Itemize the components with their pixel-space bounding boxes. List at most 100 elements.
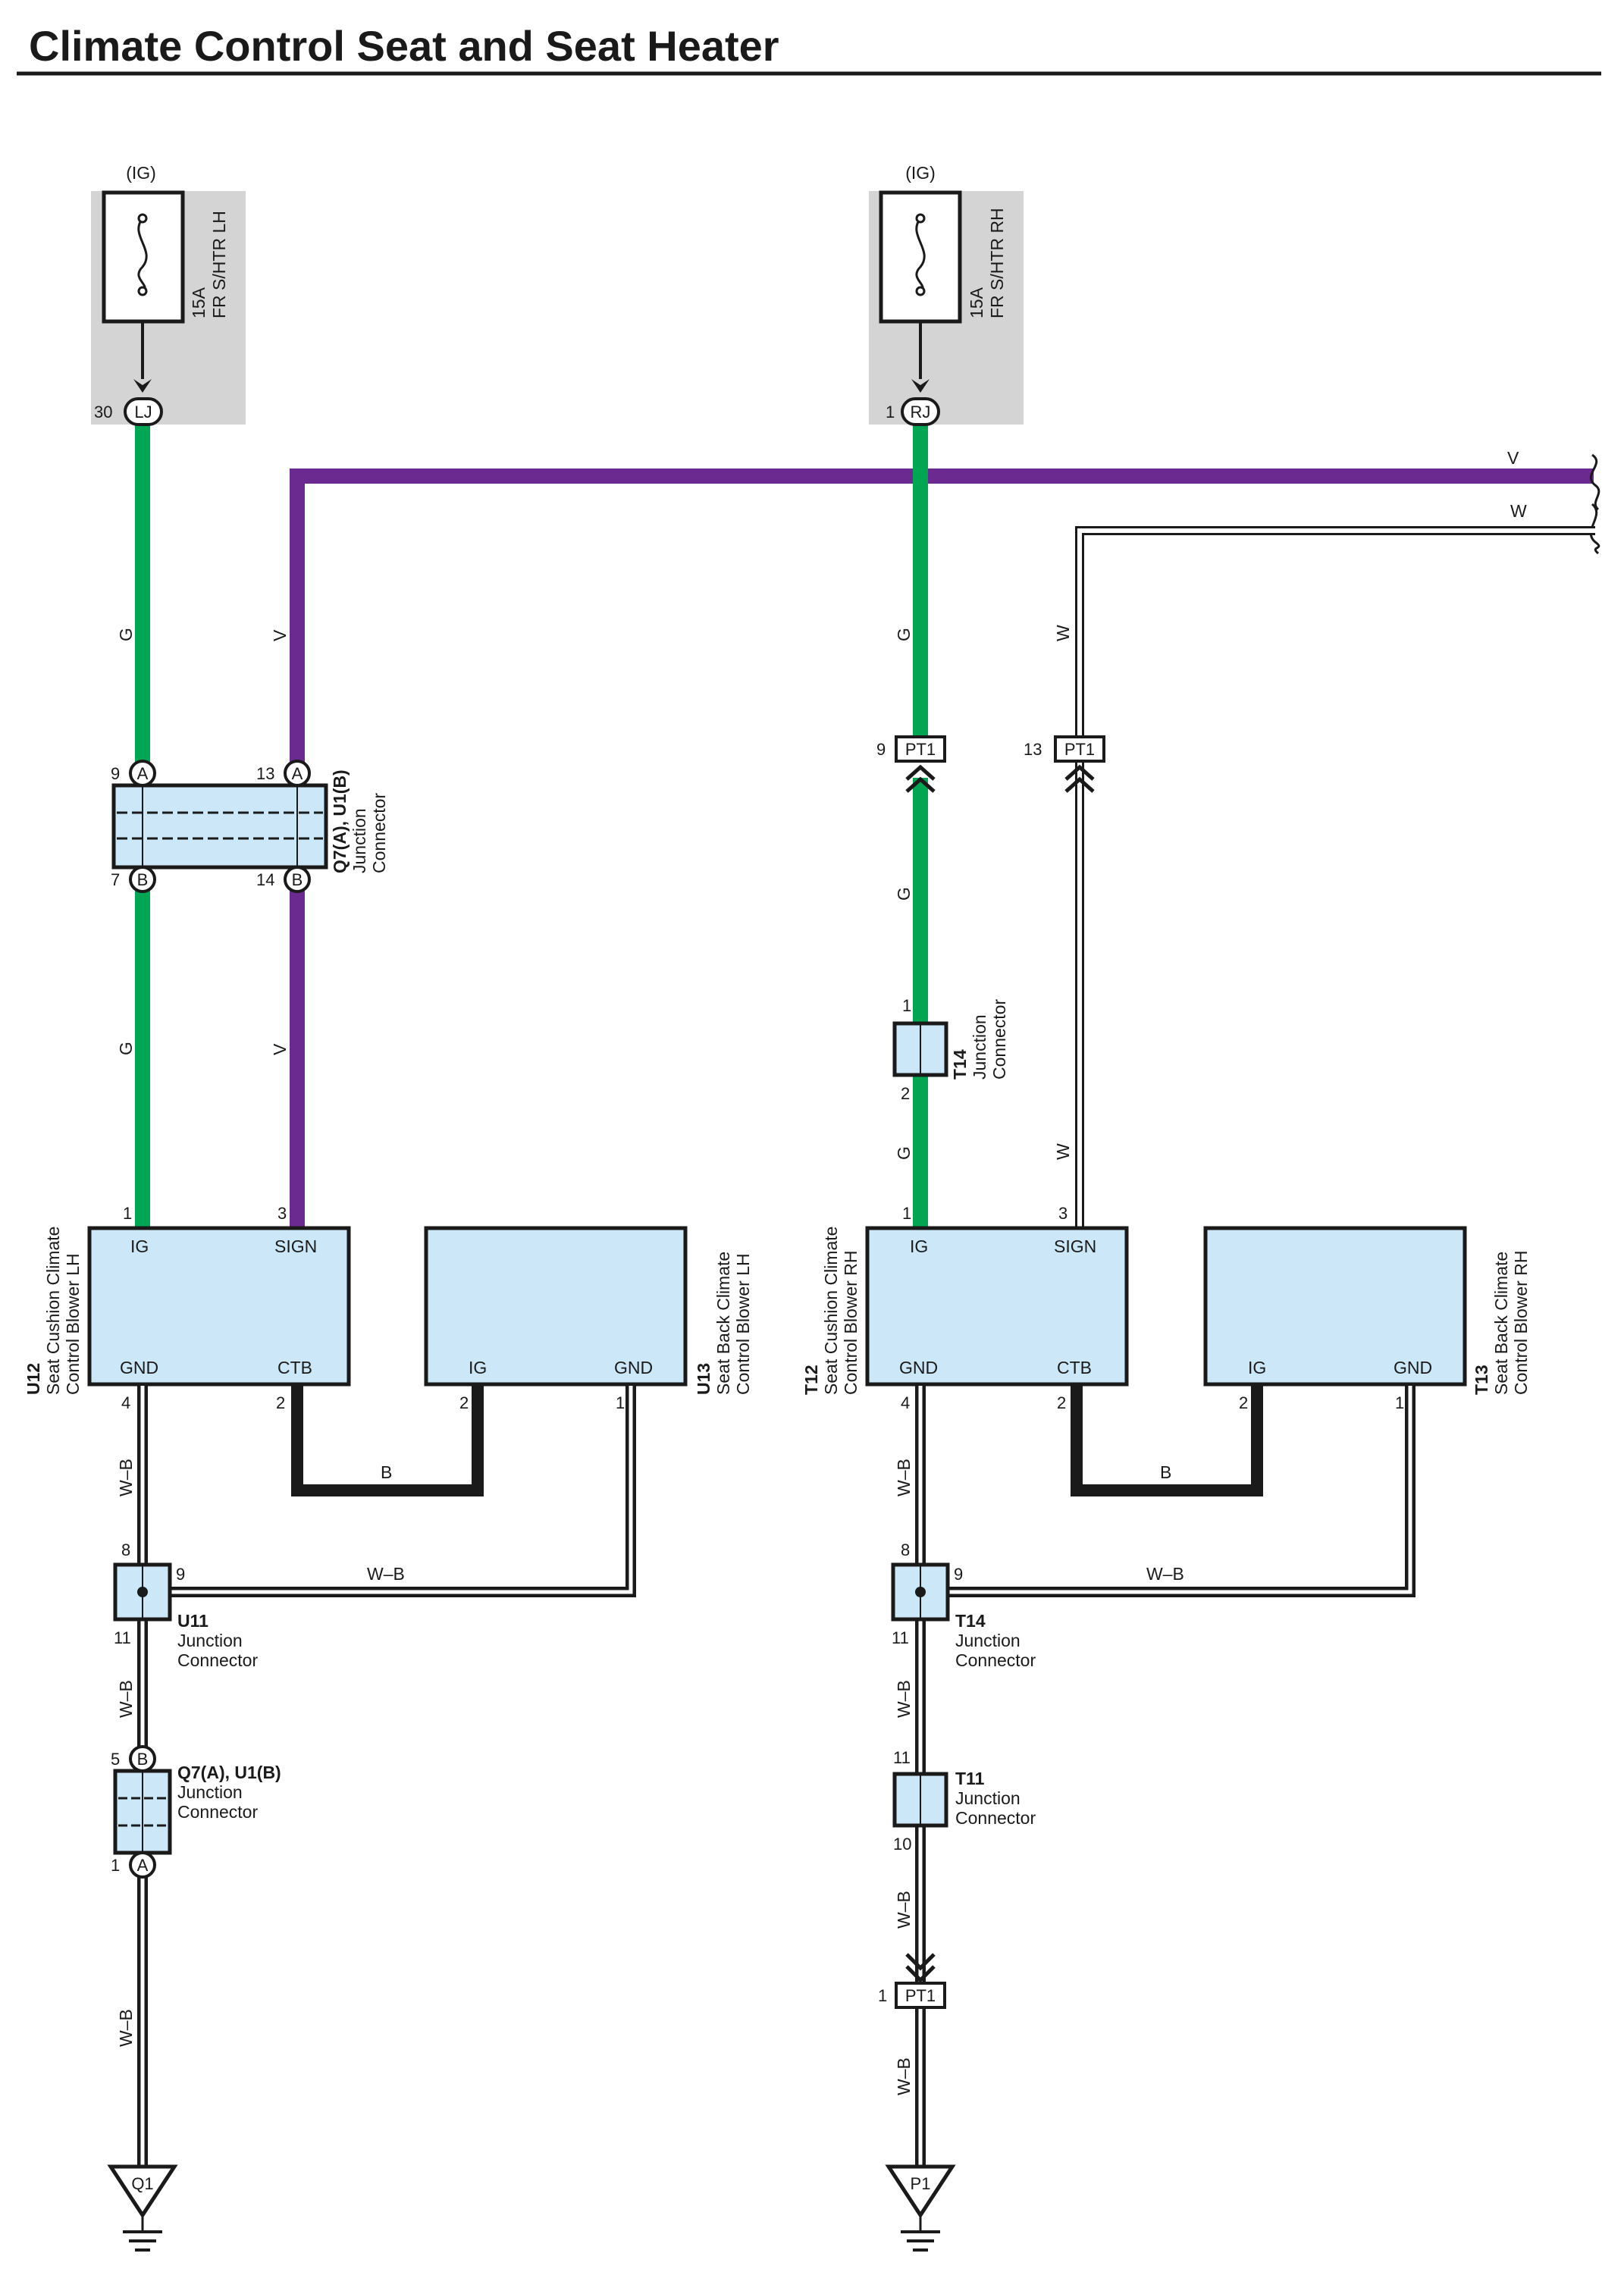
blower-seat-cushion-lh: IG SIGN GND CTB 1 3 4 2 U12 Seat Cushion… xyxy=(24,1204,351,1412)
svg-text:4: 4 xyxy=(901,1393,910,1412)
connector-pt1-g: PT1 9 xyxy=(876,735,946,793)
fuse-lh-source: (IG) xyxy=(126,163,156,183)
svg-text:Connector: Connector xyxy=(955,1650,1036,1670)
svg-text:4: 4 xyxy=(121,1393,130,1412)
wire-wb-rh xyxy=(915,1386,1416,2168)
svg-text:Seat Cushion Climate: Seat Cushion Climate xyxy=(821,1227,841,1395)
svg-text:IG: IG xyxy=(1248,1358,1266,1377)
svg-text:T14: T14 xyxy=(950,1049,970,1080)
junction-connector-t14-upper: 1 2 T14 Junction Connector xyxy=(892,996,1009,1103)
svg-text:B: B xyxy=(137,1750,149,1769)
wire-g-label-rh1: G xyxy=(894,628,914,641)
junction-connector-q7-u1-upper: A A B B 9 13 7 14 Q7(A), U1(B) Junction … xyxy=(111,760,389,893)
svg-text:1: 1 xyxy=(111,1856,120,1875)
svg-text:9: 9 xyxy=(954,1565,963,1584)
junction-connector-t11: 11 10 T11 Junction Connector xyxy=(892,1748,1036,1854)
svg-text:Connector: Connector xyxy=(955,1808,1036,1828)
svg-text:B: B xyxy=(381,1462,392,1482)
svg-text:U11: U11 xyxy=(177,1611,208,1631)
svg-text:T11: T11 xyxy=(955,1769,985,1788)
connector-pt1-w: PT1 13 xyxy=(1024,735,1105,793)
svg-text:W–B: W–B xyxy=(116,1459,136,1496)
svg-text:A: A xyxy=(292,764,303,783)
svg-text:1: 1 xyxy=(123,1204,132,1223)
svg-text:RJ: RJ xyxy=(911,403,931,421)
svg-text:GND: GND xyxy=(899,1358,938,1377)
fuse-rh-source: (IG) xyxy=(905,163,936,183)
svg-text:3: 3 xyxy=(277,1204,287,1223)
junction-connector-t14-lower: 8 9 11 T14 Junction Connector xyxy=(891,1540,1036,1670)
svg-text:Q7(A), U1(B): Q7(A), U1(B) xyxy=(177,1763,281,1782)
svg-text:Connector: Connector xyxy=(177,1650,258,1670)
fuse-lh: (IG) 15A FR S/HTR LH xyxy=(91,163,246,425)
svg-text:GND: GND xyxy=(1394,1358,1432,1377)
svg-text:9: 9 xyxy=(111,764,120,783)
svg-text:Junction: Junction xyxy=(177,1782,243,1802)
svg-text:GND: GND xyxy=(120,1358,158,1377)
svg-text:Seat Back Climate: Seat Back Climate xyxy=(713,1252,733,1395)
svg-text:2: 2 xyxy=(1057,1393,1066,1412)
svg-text:IG: IG xyxy=(910,1236,928,1256)
svg-text:1: 1 xyxy=(1395,1393,1404,1412)
svg-text:Junction: Junction xyxy=(350,808,369,873)
svg-text:U13: U13 xyxy=(694,1363,713,1395)
svg-text:Seat Cushion Climate: Seat Cushion Climate xyxy=(43,1227,63,1395)
wire-black-ctb-lh xyxy=(291,1386,484,1496)
wire-violet-bus xyxy=(290,469,1594,1227)
blower-seat-cushion-rh: IG SIGN GND CTB 1 3 4 2 T12 Seat Cushion… xyxy=(801,1204,1129,1412)
svg-text:W–B: W–B xyxy=(1146,1564,1184,1584)
wire-w-label-rh1: W xyxy=(1053,625,1073,641)
wire-v-label-top: V xyxy=(1507,448,1519,468)
svg-text:Control Blower RH: Control Blower RH xyxy=(841,1251,861,1395)
connector-rj-pin: 1 xyxy=(886,403,895,421)
svg-text:SIGN: SIGN xyxy=(274,1236,317,1256)
svg-text:9: 9 xyxy=(876,740,886,759)
svg-text:IG: IG xyxy=(469,1358,487,1377)
svg-text:T12: T12 xyxy=(801,1365,821,1395)
svg-text:3: 3 xyxy=(1058,1204,1068,1223)
svg-text:CTB: CTB xyxy=(277,1358,312,1377)
svg-text:Q1: Q1 xyxy=(131,2174,153,2193)
blower-seat-back-lh: IG GND 2 1 U13 Seat Back Climate Control… xyxy=(424,1226,753,1412)
fuse-rh-name: FR S/HTR RH xyxy=(987,208,1007,318)
wire-v-label-lh2: V xyxy=(270,1043,290,1055)
svg-text:1: 1 xyxy=(902,1204,911,1223)
wire-g-label-lh1: G xyxy=(116,628,136,641)
svg-text:Control Blower RH: Control Blower RH xyxy=(1511,1251,1531,1395)
connector-lj-pin: 30 xyxy=(94,403,112,421)
svg-text:2: 2 xyxy=(459,1393,469,1412)
fuse-lh-name: FR S/HTR LH xyxy=(209,211,229,318)
wire-g-label-rh3: G xyxy=(894,1146,914,1160)
connector-pt1-ground: PT1 1 xyxy=(878,1953,946,2009)
svg-text:P1: P1 xyxy=(911,2174,931,2193)
svg-text:13: 13 xyxy=(1024,740,1042,759)
fuse-lh-icon xyxy=(137,218,148,293)
svg-text:14: 14 xyxy=(256,870,274,889)
page-title: Climate Control Seat and Seat Heater xyxy=(29,22,779,70)
fuse-rh: (IG) 15A FR S/HTR RH xyxy=(869,163,1024,425)
wire-white-w xyxy=(1075,526,1595,1227)
wire-w-label-rh2: W xyxy=(1053,1143,1073,1160)
svg-text:10: 10 xyxy=(893,1835,911,1854)
svg-text:Seat Back Climate: Seat Back Climate xyxy=(1491,1252,1511,1395)
svg-text:GND: GND xyxy=(614,1358,653,1377)
svg-text:Junction: Junction xyxy=(970,1014,989,1080)
connector-rj xyxy=(901,397,940,426)
svg-text:CTB: CTB xyxy=(1057,1358,1092,1377)
svg-text:Junction: Junction xyxy=(177,1631,243,1650)
svg-text:Connector: Connector xyxy=(989,999,1009,1080)
svg-text:LJ: LJ xyxy=(134,403,152,421)
svg-text:PT1: PT1 xyxy=(905,1986,936,2005)
svg-text:B: B xyxy=(292,870,303,889)
svg-text:IG: IG xyxy=(130,1236,149,1256)
svg-text:Connector: Connector xyxy=(177,1802,258,1822)
svg-text:1: 1 xyxy=(616,1393,625,1412)
junction-connector-u11: 8 9 11 U11 Junction Connector xyxy=(113,1540,258,1670)
svg-text:Q7(A), U1(B): Q7(A), U1(B) xyxy=(330,769,350,873)
svg-text:11: 11 xyxy=(893,1748,911,1767)
svg-text:11: 11 xyxy=(114,1628,131,1647)
svg-text:11: 11 xyxy=(892,1628,909,1647)
svg-text:Control Blower LH: Control Blower LH xyxy=(733,1253,753,1395)
svg-text:Control Blower LH: Control Blower LH xyxy=(63,1253,83,1395)
svg-text:W–B: W–B xyxy=(116,1680,136,1718)
